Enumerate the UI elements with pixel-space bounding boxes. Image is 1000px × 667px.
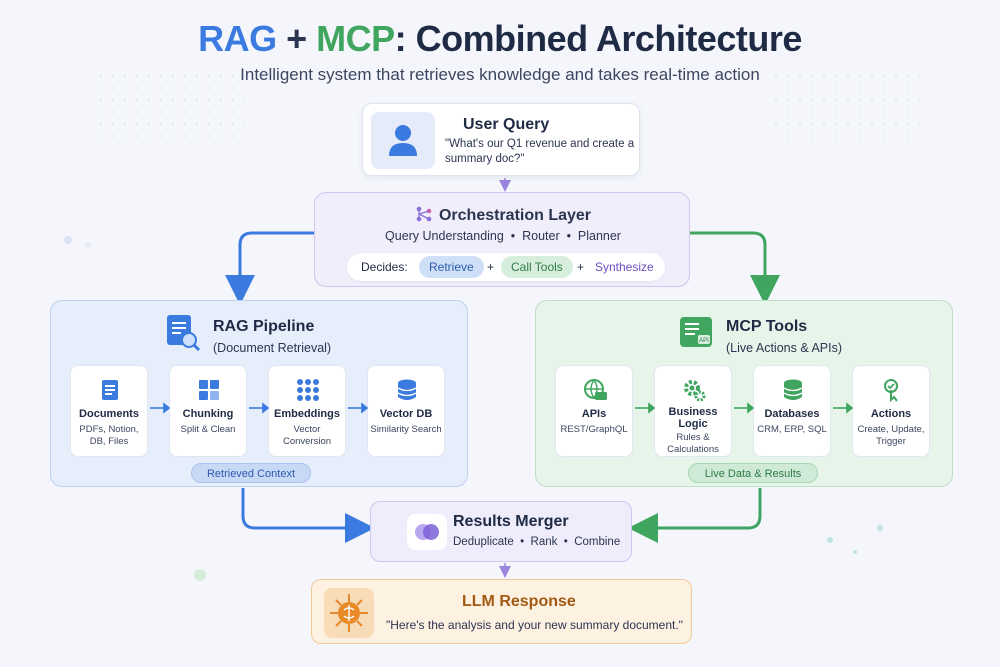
action-click-icon <box>880 378 904 403</box>
mcp-step-actions: Actions Create, Update, Trigger <box>852 365 930 457</box>
step-subtitle: CRM, ERP, SQL <box>757 424 827 435</box>
step-title: Databases <box>764 408 820 420</box>
mcp-tools-icon: API <box>678 313 714 351</box>
mcp-tools-subtitle: (Live Actions & APIs) <box>726 341 843 355</box>
plus-sign-2: + <box>577 260 585 274</box>
title-plus: + <box>286 18 307 59</box>
background-dots-right <box>770 70 920 145</box>
merge-circles-icon <box>407 514 447 550</box>
title-rest: : Combined Architecture <box>394 18 803 59</box>
orchestration-title: Orchestration Layer <box>315 205 691 228</box>
gears-icon <box>682 378 706 402</box>
step-subtitle: Split & Clean <box>180 424 236 435</box>
results-merger-card: Results Merger Deduplicate • Rank • Comb… <box>370 501 632 562</box>
user-query-title: User Query <box>463 116 550 133</box>
orchestration-title-text: Orchestration Layer <box>438 207 592 224</box>
mcp-step-databases: Databases CRM, ERP, SQL <box>753 365 831 457</box>
step-subtitle: Rules & Calculations <box>667 432 719 455</box>
step-title: APIs <box>581 408 607 420</box>
llm-response-text: "Here's the analysis and your new summar… <box>386 618 683 632</box>
brain-chip-icon <box>324 588 374 638</box>
live-data-results-tag: Live Data & Results <box>688 463 818 483</box>
page-subtitle: Intelligent system that retrieves knowle… <box>240 65 760 84</box>
arrow-rag-to-merger <box>241 488 375 543</box>
step-subtitle: Create, Update, Trigger <box>857 424 925 447</box>
step-subtitle: Similarity Search <box>370 424 442 435</box>
call-tools-pill: Call Tools <box>501 256 573 278</box>
llm-response-title: LLM Response <box>462 593 576 610</box>
step-title: Business Logic <box>668 406 718 430</box>
arrow-orchestration-to-rag <box>225 231 314 305</box>
mcp-step-arrows <box>635 402 854 414</box>
retrieve-pill: Retrieve <box>419 256 484 278</box>
background-dots-left <box>95 70 245 145</box>
mcp-tools-title: MCP Tools <box>726 318 808 335</box>
database-icon <box>781 378 805 402</box>
step-subtitle: PDFs, Notion, DB, Files <box>79 424 139 447</box>
plus-sign-1: + <box>487 260 495 274</box>
retrieved-context-tag: Retrieved Context <box>191 463 311 483</box>
chunking-icon <box>197 378 221 402</box>
step-title: Embeddings <box>273 408 340 420</box>
results-merger-subtitle: Deduplicate • Rank • Combine <box>453 536 621 548</box>
step-subtitle: REST/GraphQL <box>560 424 628 435</box>
page-title: RAG + MCP: Combined Architecture <box>0 18 1000 60</box>
mcp-step-business-logic: Business Logic Rules & Calculations <box>654 365 732 457</box>
orchestration-subtitle: Query Understanding • Router • Planner <box>385 229 621 243</box>
user-query-text: "What's our Q1 revenue and create a summ… <box>445 138 635 165</box>
document-icon <box>98 378 122 402</box>
svg-text:API: API <box>699 338 709 344</box>
title-rag: RAG <box>198 18 277 59</box>
llm-response-card: LLM Response "Here's the analysis and yo… <box>311 579 692 644</box>
mcp-step-apis: APIs REST/GraphQL <box>555 365 633 457</box>
rag-step-embeddings: Embeddings Vector Conversion <box>268 365 346 457</box>
orchestration-layer-card: Orchestration Layer Query Understanding … <box>314 192 690 287</box>
step-title: Actions <box>870 408 912 420</box>
rag-pipeline-panel: RAG Pipeline (Document Retrieval) Docume… <box>50 300 468 487</box>
rag-pipeline-title: RAG Pipeline <box>213 318 315 335</box>
step-title: Vector DB <box>379 408 433 420</box>
rag-pipeline-icon <box>165 313 201 352</box>
decides-label: Decides: <box>361 260 408 274</box>
mcp-tools-panel: API MCP Tools (Live Actions & APIs) APIs… <box>535 300 953 487</box>
user-icon <box>371 112 435 169</box>
rag-step-chunking: Chunking Split & Clean <box>169 365 247 457</box>
synthesize-pill: Synthesize <box>595 260 654 274</box>
title-mcp: MCP <box>316 18 395 59</box>
embeddings-icon <box>296 378 320 402</box>
step-title: Chunking <box>182 408 234 420</box>
arrow-orchestration-to-mcp <box>690 231 780 305</box>
arrow-mcp-to-merger <box>628 488 762 543</box>
api-globe-icon <box>583 378 607 402</box>
rag-step-documents: Documents PDFs, Notion, DB, Files <box>70 365 148 457</box>
step-title: Documents <box>79 408 139 420</box>
database-icon <box>395 378 419 402</box>
rag-step-vector-db: Vector DB Similarity Search <box>367 365 445 457</box>
decides-bar: Decides: Retrieve + Call Tools + Synthes… <box>347 253 665 281</box>
results-merger-title: Results Merger <box>453 513 569 530</box>
step-subtitle: Vector Conversion <box>282 424 332 447</box>
rag-pipeline-subtitle: (Document Retrieval) <box>213 341 332 355</box>
orchestration-icon <box>415 205 433 228</box>
rag-step-arrows <box>150 402 369 414</box>
user-query-card: User Query "What's our Q1 revenue and cr… <box>362 103 640 176</box>
